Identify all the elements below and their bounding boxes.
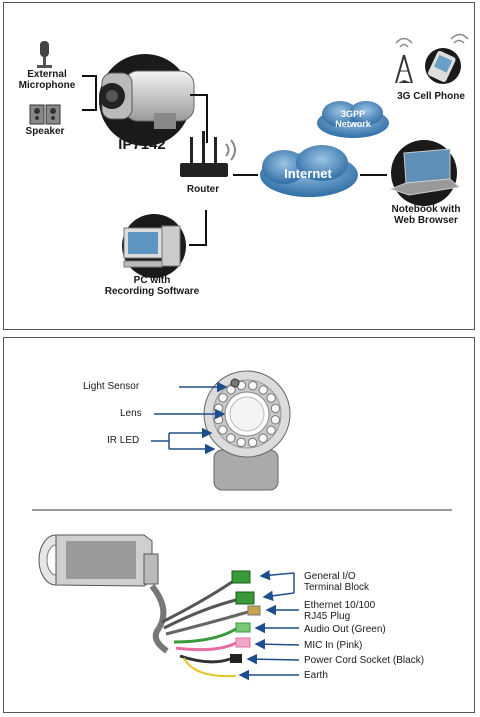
lens-label: Lens — [120, 408, 142, 419]
io-terminal-block — [231, 570, 251, 584]
ir-led — [258, 433, 268, 443]
connector-line — [82, 75, 97, 111]
ir-led — [270, 415, 281, 425]
connector-line — [189, 210, 207, 246]
ethernet-cable — [165, 610, 249, 636]
camera-icon — [99, 54, 195, 146]
microphone-icon — [37, 41, 52, 68]
power-arrow — [246, 653, 300, 665]
network-diagram-graphics — [29, 33, 469, 278]
power-cable — [179, 654, 231, 664]
camera-front-view — [203, 370, 291, 491]
ir-led — [248, 380, 258, 391]
audio-out-connector — [235, 622, 251, 633]
pc-label: PC with Recording Software — [104, 275, 200, 297]
ir-led — [213, 403, 224, 413]
camera-model-label: IP7142 — [118, 136, 166, 153]
router-icon — [180, 131, 236, 177]
io-terminal-label: General I/O Terminal Block — [304, 571, 370, 593]
rj45-plug — [247, 605, 261, 616]
ir-led — [270, 403, 281, 414]
io-arrow-1 — [259, 569, 295, 581]
audio-out-cable — [173, 627, 237, 644]
router-label: Router — [186, 184, 220, 195]
io-arrow-2 — [262, 590, 295, 602]
io-terminal-block-2 — [235, 591, 255, 605]
speaker-icon — [29, 104, 61, 125]
internet-label: Internet — [284, 166, 332, 181]
ir-led — [266, 425, 276, 435]
mic-in-cable — [175, 641, 237, 652]
audio-out-label: Audio Out (Green) — [304, 624, 386, 635]
notebook-icon — [389, 140, 461, 206]
3gpp-cloud-icon — [317, 101, 389, 138]
ir-led — [213, 414, 224, 425]
connector-line — [190, 94, 208, 143]
light-sensor-label: Light Sensor — [83, 381, 140, 392]
cell-phone-label: 3G Cell Phone — [397, 91, 465, 102]
earth-label: Earth — [304, 670, 328, 681]
ir-led — [218, 393, 228, 403]
light-sensor-dot — [230, 378, 240, 388]
ir-led — [247, 437, 258, 448]
mic-in-connector — [235, 637, 251, 648]
external-microphone-label: External Microphone — [18, 69, 76, 91]
speaker-label: Speaker — [25, 126, 65, 137]
internet-cloud-icon — [260, 145, 358, 197]
phone-icon — [425, 33, 469, 84]
camera-side-view — [38, 534, 159, 587]
ir-led — [236, 437, 246, 448]
mic-in-label: MIC In (Pink) — [304, 640, 363, 651]
ir-led — [226, 433, 236, 443]
io-cable-2 — [163, 598, 237, 630]
ir-led-label: IR LED — [107, 435, 140, 446]
cell-tower-icon — [395, 37, 413, 84]
ir-led — [258, 385, 268, 395]
earth-wire — [183, 657, 237, 678]
ethernet-label: Ethernet 10/100 RJ45 Plug — [304, 600, 376, 622]
network-diagram-panel: External Microphone Speaker IP7142 Route… — [3, 2, 475, 330]
ir-led — [266, 393, 276, 403]
3gpp-network-label: 3GPP Network — [335, 109, 371, 129]
power-label: Power Cord Socket (Black) — [304, 655, 425, 666]
io-cable — [161, 580, 233, 624]
ir-led — [218, 425, 228, 435]
power-socket — [230, 654, 242, 663]
mic-in-arrow — [254, 638, 300, 650]
camera-details-graphics — [32, 370, 452, 681]
main-cable — [149, 584, 169, 654]
camera-details-panel: Light Sensor Lens IR LED General I/O Ter… — [3, 337, 475, 713]
notebook-label: Notebook with Web Browser — [391, 204, 461, 226]
pc-icon — [122, 214, 186, 278]
